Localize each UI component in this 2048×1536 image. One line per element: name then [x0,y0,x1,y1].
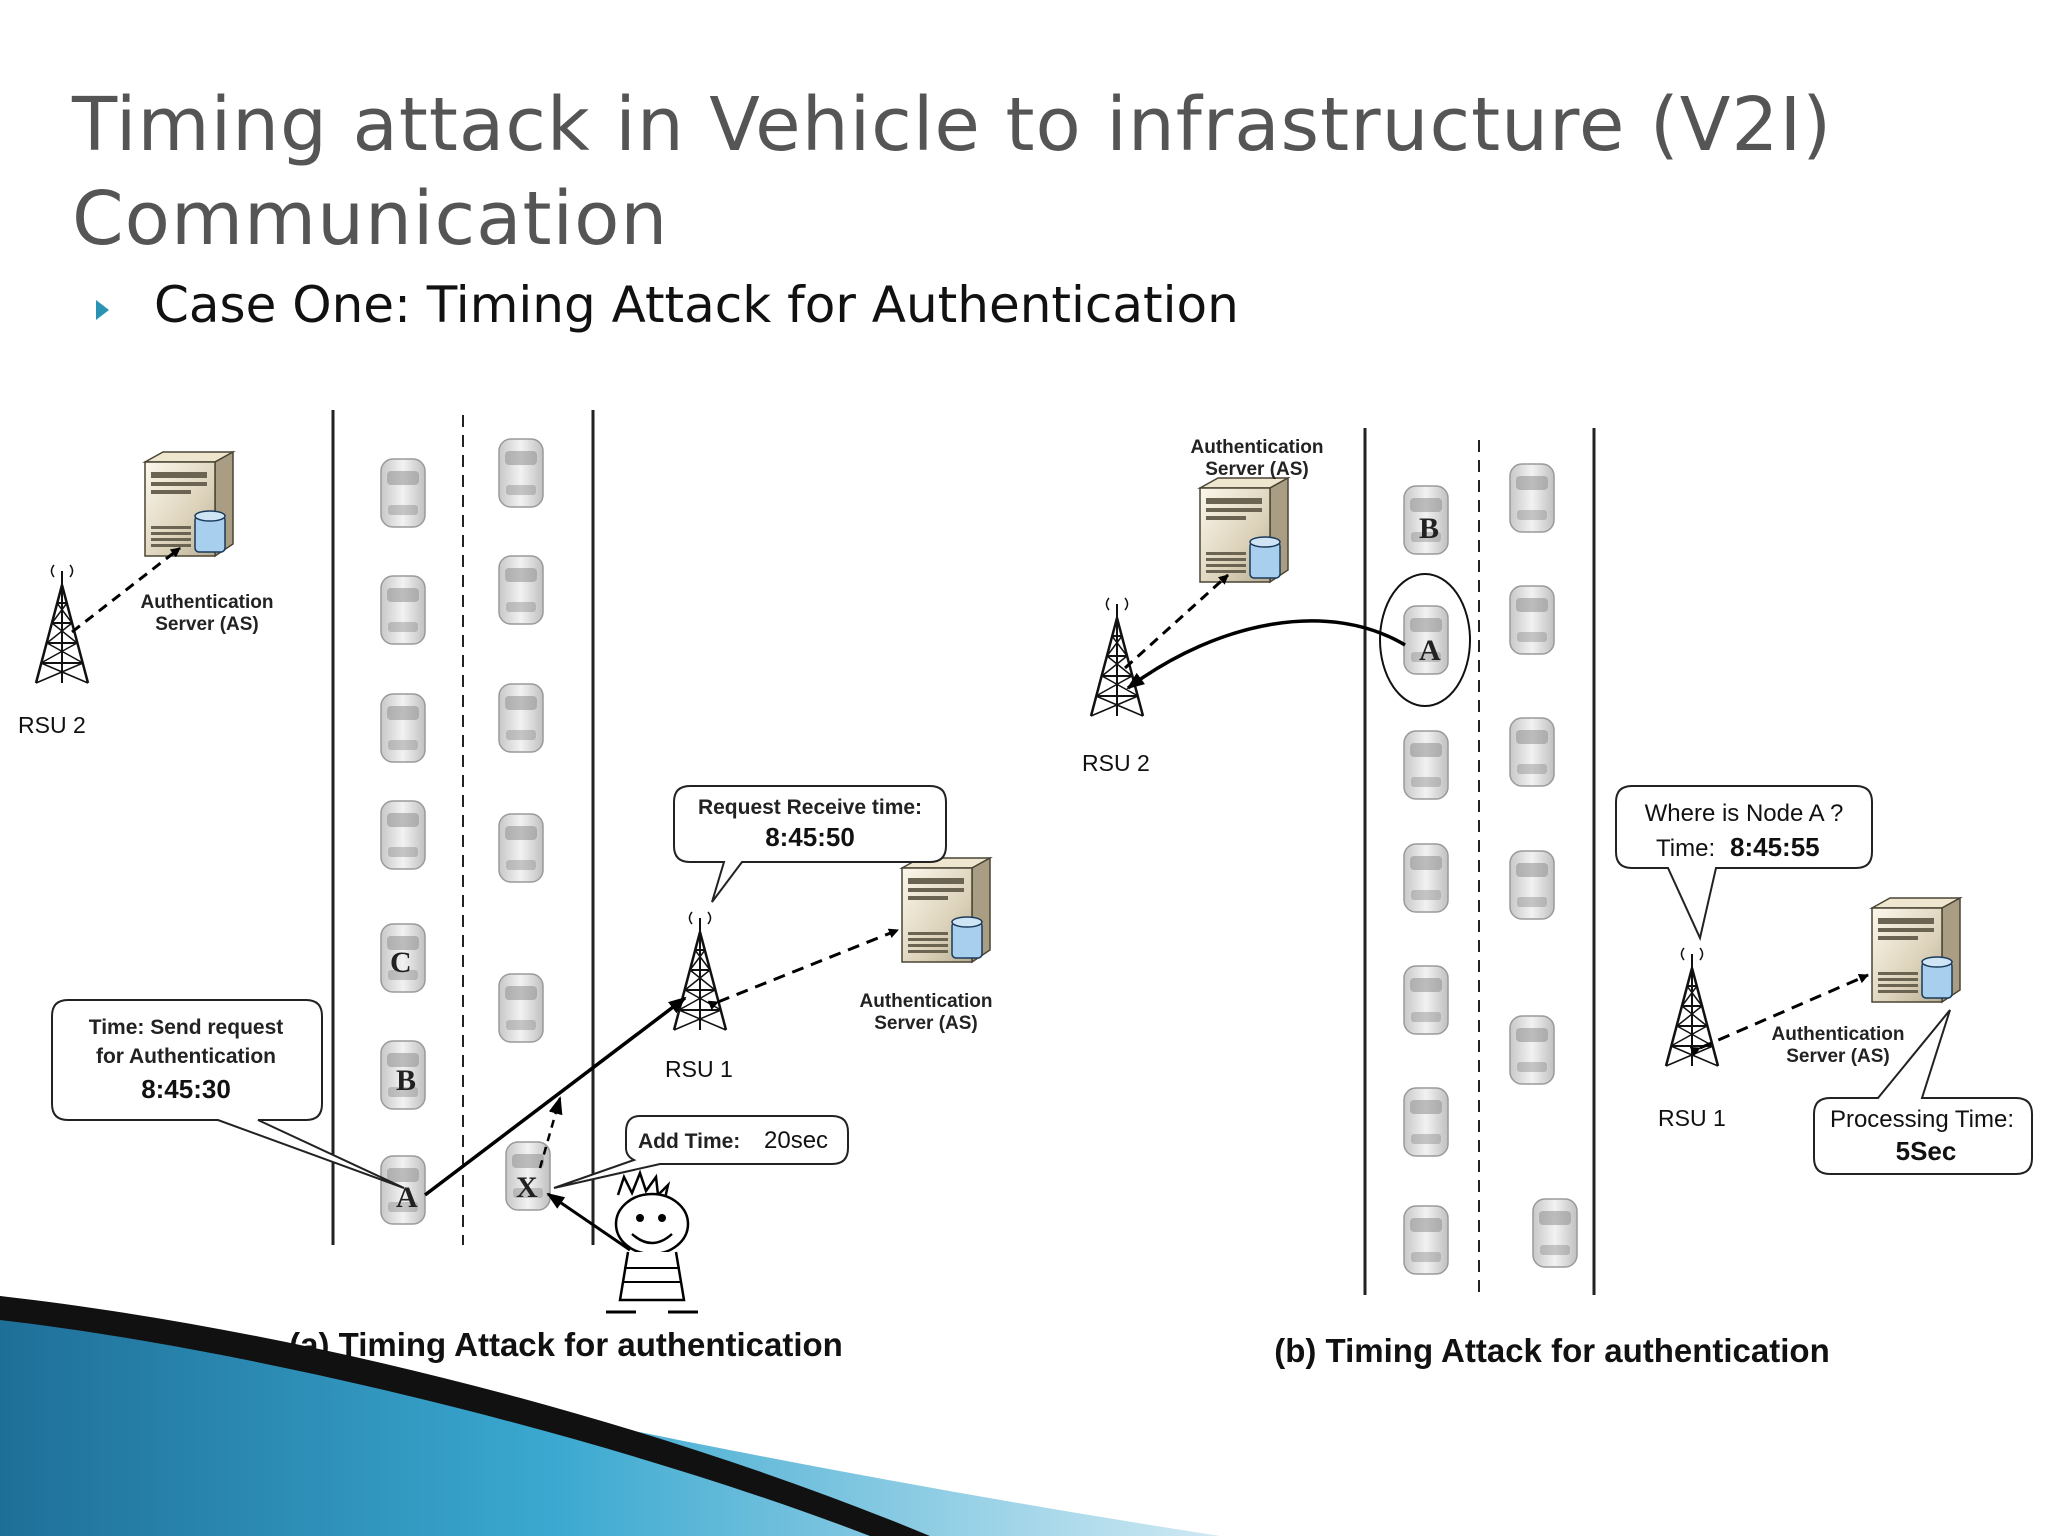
node-label-x: X [516,1171,538,1204]
node-label-a: A [396,1181,418,1214]
callout-processing: Processing Time: 5Sec [1813,1009,2033,1175]
auth-server-icon-a-top [144,451,234,557]
callout-request-receive: Request Receive time: 8:45:50 [673,785,947,903]
as-top-a-line1: Authentication [141,592,274,613]
callout-send-line1: Time: Send request [89,1016,284,1039]
callout-add-label: Add Time: [638,1130,740,1153]
callout-where-time: 8:45:55 [1730,832,1820,862]
rsu2-label-a: RSU 2 [18,712,86,738]
callout-add-value: 20sec [764,1127,828,1154]
as-right-b-line1: Authentication [1772,1024,1905,1045]
node-label-a-panel-b: A [1419,634,1441,667]
road-a [331,410,595,1245]
rsu1-label-a: RSU 1 [665,1056,733,1082]
caption-b: (b) Timing Attack for authentication [1274,1332,1830,1369]
callout-request-time: 8:45:50 [765,822,855,852]
callout-proc-line1: Processing Time: [1830,1106,2014,1133]
cars-right-lane-a [498,438,551,1211]
callout-send-line2: for Authentication [96,1045,276,1068]
road-b [1363,428,1596,1295]
callout-where-line1: Where is Node A ? [1645,800,1844,827]
rsu1-label-b: RSU 1 [1658,1105,1726,1131]
decorative-swoosh [0,1296,1220,1536]
as-right-a-line1: Authentication [860,991,993,1012]
node-label-b-panel-b: B [1419,512,1439,545]
panel-b: B A RSU 2 Authentication Server (AS) RSU… [1082,428,2033,1369]
slide-title-line2: Communication [72,176,669,262]
auth-server-icon-b-right [1871,897,1961,1003]
attacker-figure-icon [546,1169,698,1314]
cars-right-lane-b [1509,463,1578,1268]
caption-a: (a) Timing Attack for authentication [289,1326,843,1363]
rsu1-tower-icon-b [1664,946,1720,1068]
cars-left-lane-a [380,458,426,1225]
callout-where-node: Where is Node A ? Time: 8:45:55 [1615,785,1873,942]
cars-left-lane-b [1403,485,1449,1275]
slide-title-line1: Timing attack in Vehicle to infrastructu… [72,82,1833,168]
as-top-b-line2: Server (AS) [1205,459,1309,480]
node-label-b: B [396,1064,416,1097]
callout-send-request: Time: Send request for Authentication 8:… [51,999,405,1189]
slide-title: Timing attack in Vehicle to infrastructu… [72,78,2032,266]
callout-add-time: Add Time: 20sec [553,1115,849,1189]
callout-send-time: 8:45:30 [141,1074,231,1104]
auth-server-icon-a-right [901,857,991,963]
rsu2-tower-icon-a [34,563,90,685]
callout-proc-value: 5Sec [1896,1136,1957,1166]
rsu2-tower-icon-b [1089,596,1145,718]
rsu2-label-b: RSU 2 [1082,750,1150,776]
bullet-triangle-icon [96,300,109,320]
as-top-b-line1: Authentication [1191,437,1324,458]
rsu1-tower-icon-a [672,910,728,1032]
as-right-b-line2: Server (AS) [1786,1046,1890,1067]
as-right-a-line2: Server (AS) [874,1013,978,1034]
node-label-c: C [390,946,412,979]
auth-server-icon-b-top [1199,477,1289,583]
callout-where-label: Time: [1656,835,1715,862]
callout-request-line1: Request Receive time: [698,796,922,819]
as-top-a-line2: Server (AS) [155,614,259,635]
panel-a: C B A X RSU 2 Authentication Server (AS)… [18,410,993,1363]
bullet-text: Case One: Timing Attack for Authenticati… [154,276,1239,334]
